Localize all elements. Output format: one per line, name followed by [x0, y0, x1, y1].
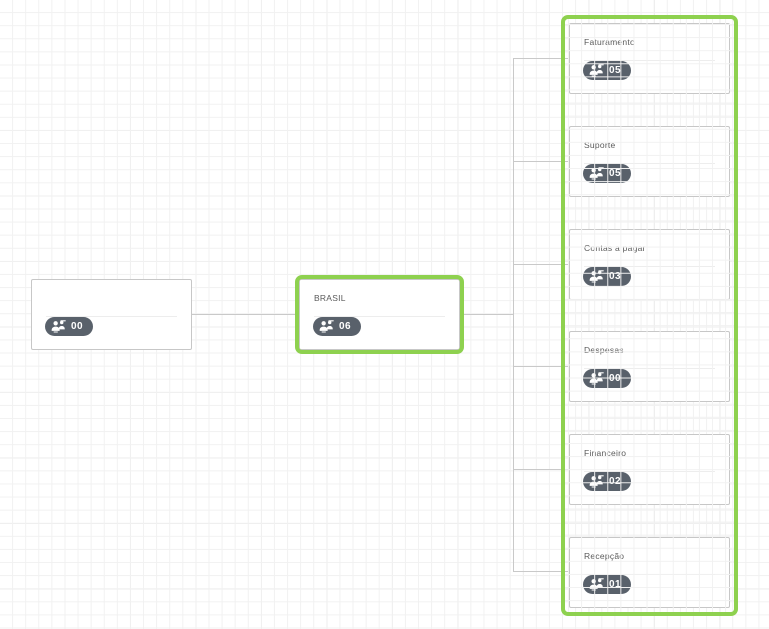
node-title: Recepção	[584, 551, 625, 561]
node-department-0[interactable]: Faturamento 05	[569, 23, 730, 94]
member-count-badge[interactable]: 05	[583, 164, 631, 183]
member-count-badge[interactable]: 00	[45, 317, 93, 336]
connector-trunk	[513, 58, 514, 572]
users-group-icon	[589, 372, 604, 385]
connector-stub-5	[513, 571, 569, 572]
users-group-icon	[51, 320, 66, 333]
node-department-5[interactable]: Recepção 01	[569, 537, 730, 608]
node-title: Despesas	[584, 345, 624, 355]
member-count-value: 05	[609, 64, 621, 76]
connector-stub-4	[513, 469, 569, 470]
connector-root-to-country	[192, 314, 299, 315]
users-group-icon	[589, 167, 604, 180]
member-count-value: 03	[609, 270, 621, 282]
member-count-badge[interactable]: 05	[583, 61, 631, 80]
departments-group-selection	[561, 15, 738, 616]
member-count-badge[interactable]: 02	[583, 472, 631, 491]
member-count-badge[interactable]: 06	[313, 317, 361, 336]
users-group-icon	[589, 270, 604, 283]
connector-stub-0	[513, 58, 569, 59]
node-divider	[314, 316, 445, 317]
member-count-value: 05	[609, 167, 621, 179]
users-group-icon	[319, 320, 334, 333]
node-department-2[interactable]: Contas a pagar 03	[569, 229, 730, 300]
member-count-value: 01	[609, 578, 621, 590]
member-count-value: 00	[71, 320, 83, 332]
connector-stub-1	[513, 161, 569, 162]
node-title: Faturamento	[584, 37, 635, 47]
member-count-badge[interactable]: 00	[583, 369, 631, 388]
users-group-icon	[589, 578, 604, 591]
users-group-icon	[589, 64, 604, 77]
node-brasil[interactable]: BRASIL 06	[299, 279, 460, 350]
node-divider	[46, 316, 177, 317]
connector-country-to-trunk	[460, 314, 513, 315]
member-count-badge[interactable]: 01	[583, 575, 631, 594]
member-count-value: 02	[609, 475, 621, 487]
users-group-icon	[589, 475, 604, 488]
member-count-badge[interactable]: 03	[583, 267, 631, 286]
node-department-4[interactable]: Financeiro 02	[569, 434, 730, 505]
member-count-value: 00	[609, 372, 621, 384]
connector-stub-2	[513, 264, 569, 265]
node-title: BRASIL	[314, 293, 346, 303]
node-department-3[interactable]: Despesas 00	[569, 331, 730, 402]
node-root[interactable]: 00	[31, 279, 192, 350]
member-count-value: 06	[339, 320, 351, 332]
node-department-1[interactable]: Suporte 05	[569, 126, 730, 197]
connector-stub-3	[513, 366, 569, 367]
node-title: Contas a pagar	[584, 243, 646, 253]
node-title: Financeiro	[584, 448, 627, 458]
node-title: Suporte	[584, 140, 616, 150]
